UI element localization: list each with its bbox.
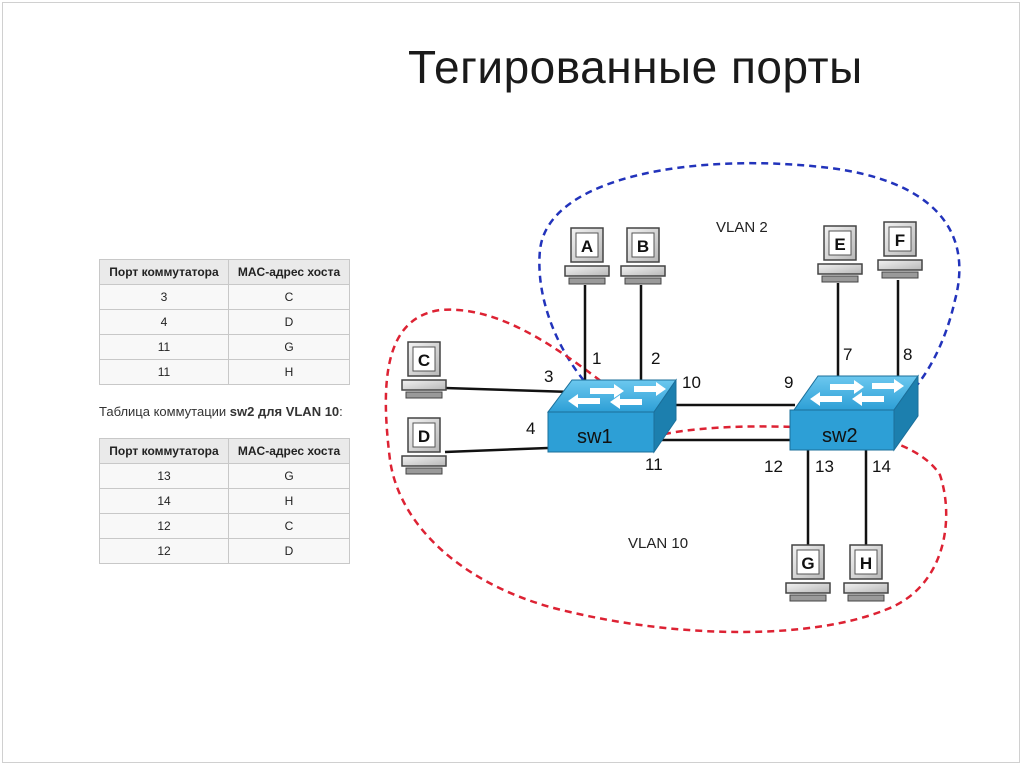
table-cell-port: 11 bbox=[99, 334, 229, 360]
host-d-label: D bbox=[418, 427, 430, 446]
table-row: 11 G bbox=[99, 334, 350, 360]
cable-d-sw1 bbox=[444, 446, 549, 454]
port-label: 7 bbox=[843, 345, 852, 364]
table-cell-mac: G bbox=[228, 334, 350, 360]
port-label: 2 bbox=[651, 349, 660, 368]
port-label: 4 bbox=[526, 419, 535, 438]
table-row: 12 D bbox=[99, 538, 350, 564]
page-title: Тегированные порты bbox=[408, 41, 863, 93]
host-a: A bbox=[564, 227, 610, 285]
port-label: 13 bbox=[815, 457, 834, 476]
table-cell-mac: C bbox=[228, 284, 350, 310]
table-cell-mac: D bbox=[228, 309, 350, 335]
switch-sw2-front bbox=[789, 409, 895, 451]
port-label: 10 bbox=[682, 373, 701, 392]
host-b: B bbox=[620, 227, 666, 285]
port-label: 3 bbox=[544, 367, 553, 386]
host-a-label: A bbox=[581, 237, 593, 256]
table-caption: Таблица коммутации sw2 для VLAN 10: bbox=[99, 404, 343, 419]
table-cell-mac: H bbox=[228, 359, 350, 385]
switch-sw1-label: sw1 bbox=[577, 426, 613, 448]
host-e-label: E bbox=[834, 235, 845, 254]
host-h: H bbox=[843, 544, 889, 602]
host-c-label: C bbox=[418, 351, 430, 370]
switch-sw2-side bbox=[893, 374, 919, 452]
table-cell-mac: C bbox=[228, 513, 350, 539]
host-e: E bbox=[817, 225, 863, 283]
vlan10-label: VLAN 10 bbox=[628, 535, 688, 552]
caption-suffix: : bbox=[339, 404, 343, 419]
port-label: 9 bbox=[784, 373, 793, 392]
table-cell-port: 11 bbox=[99, 359, 229, 385]
vlan2-label: VLAN 2 bbox=[716, 219, 768, 236]
port-labels: 1 2 3 4 10 9 7 8 11 12 13 14 bbox=[526, 345, 912, 476]
table-row: 12 C bbox=[99, 513, 350, 539]
host-b-label: B bbox=[637, 237, 649, 256]
cables bbox=[444, 280, 900, 545]
switch-sw2-label: sw2 bbox=[822, 425, 858, 447]
host-g-label: G bbox=[801, 554, 814, 573]
switch-sw1: sw1 bbox=[547, 378, 677, 454]
table-row: 13 G bbox=[99, 463, 350, 489]
table-header-row: Порт коммутатора MAC-адрес хоста bbox=[99, 259, 350, 285]
table-header-port: Порт коммутатора bbox=[99, 438, 229, 464]
table-cell-port: 4 bbox=[99, 309, 229, 335]
table-cell-mac: H bbox=[228, 488, 350, 514]
caption-bold: sw2 для VLAN 10 bbox=[229, 404, 340, 419]
table-header-row: Порт коммутатора MAC-адрес хоста bbox=[99, 438, 350, 464]
port-label: 8 bbox=[903, 345, 912, 364]
port-label: 1 bbox=[592, 349, 601, 368]
host-d: D bbox=[401, 417, 447, 475]
table-cell-mac: G bbox=[228, 463, 350, 489]
switch-sw2: sw2 bbox=[789, 374, 919, 452]
table-cell-mac: D bbox=[228, 538, 350, 564]
table-cell-port: 14 bbox=[99, 488, 229, 514]
switch-sw1-side bbox=[653, 378, 677, 454]
host-g: G bbox=[785, 544, 831, 602]
table-row: 4 D bbox=[99, 309, 350, 335]
switching-table-sw2: Порт коммутатора MAC-адрес хоста 13 G 14… bbox=[99, 438, 350, 564]
port-label: 12 bbox=[764, 457, 783, 476]
host-f: F bbox=[877, 221, 923, 279]
switch-sw1-front bbox=[547, 411, 655, 453]
arrows-icon bbox=[810, 379, 904, 406]
host-h-label: H bbox=[860, 554, 872, 573]
port-label: 14 bbox=[872, 457, 891, 476]
table-header-port: Порт коммутатора bbox=[99, 259, 229, 285]
table-header-mac: MAC-адрес хоста bbox=[228, 259, 350, 285]
host-c: C bbox=[401, 341, 447, 399]
table-row: 11 H bbox=[99, 359, 350, 385]
switching-table-sw1: Порт коммутатора MAC-адрес хоста 3 C 4 D… bbox=[99, 259, 350, 385]
host-f-label: F bbox=[895, 231, 905, 250]
table-row: 14 H bbox=[99, 488, 350, 514]
port-label: 11 bbox=[645, 455, 663, 474]
vlan2-boundary bbox=[538, 161, 961, 399]
cable-c-sw1 bbox=[444, 386, 573, 394]
table-cell-port: 12 bbox=[99, 513, 229, 539]
caption-prefix: Таблица коммутации bbox=[99, 404, 230, 419]
arrows-icon bbox=[568, 382, 666, 409]
